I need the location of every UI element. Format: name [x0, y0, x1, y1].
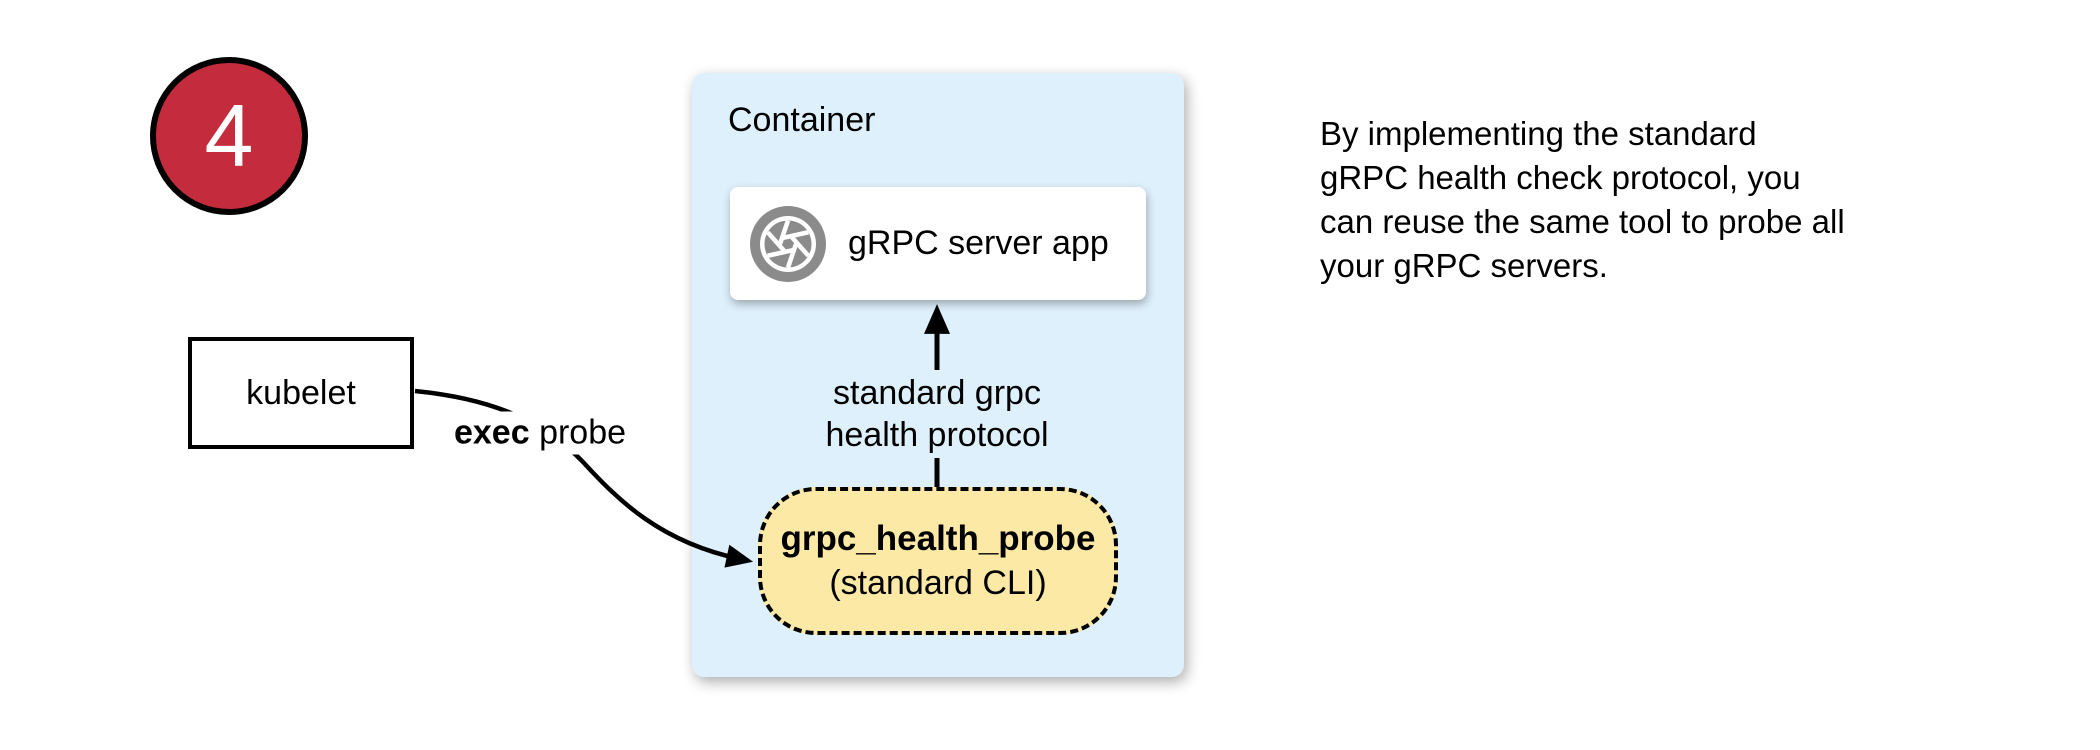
container-title: Container — [728, 101, 876, 139]
protocol-label-line-2: health protocol — [825, 416, 1049, 454]
kubelet-label: kubelet — [246, 373, 356, 412]
grpc-health-probe-subtitle: (standard CLI) — [829, 564, 1047, 602]
exec-probe-label: exec probe — [445, 411, 635, 455]
note-text: By implementing the standard gRPC health… — [1320, 112, 1845, 288]
step-number: 4 — [204, 86, 254, 185]
kubelet-box: kubelet — [188, 337, 414, 449]
grpc-health-probe-title: grpc_health_probe — [780, 519, 1096, 558]
container-box: Container gRPC server app grpc_healt — [692, 73, 1184, 677]
step-number-badge: 4 — [150, 57, 308, 215]
grpc-server-app-box: gRPC server app — [730, 187, 1146, 300]
note-line-1: By implementing the standard — [1320, 115, 1757, 152]
exec-probe-label-bold: exec — [453, 413, 530, 452]
protocol-label: standard grpc health protocol — [815, 370, 1059, 458]
protocol-label-line-1: standard grpc — [833, 374, 1041, 412]
grpc-health-probe-box: grpc_health_probe (standard CLI) — [758, 487, 1118, 635]
note-line-4: your gRPC servers. — [1320, 247, 1608, 284]
exec-probe-label-rest: probe — [529, 413, 627, 452]
grpc-server-app-label: gRPC server app — [848, 224, 1109, 262]
note-line-2: gRPC health check protocol, you — [1320, 159, 1801, 196]
note-line-3: can reuse the same tool to probe all — [1320, 203, 1845, 240]
aperture-icon — [750, 205, 826, 282]
